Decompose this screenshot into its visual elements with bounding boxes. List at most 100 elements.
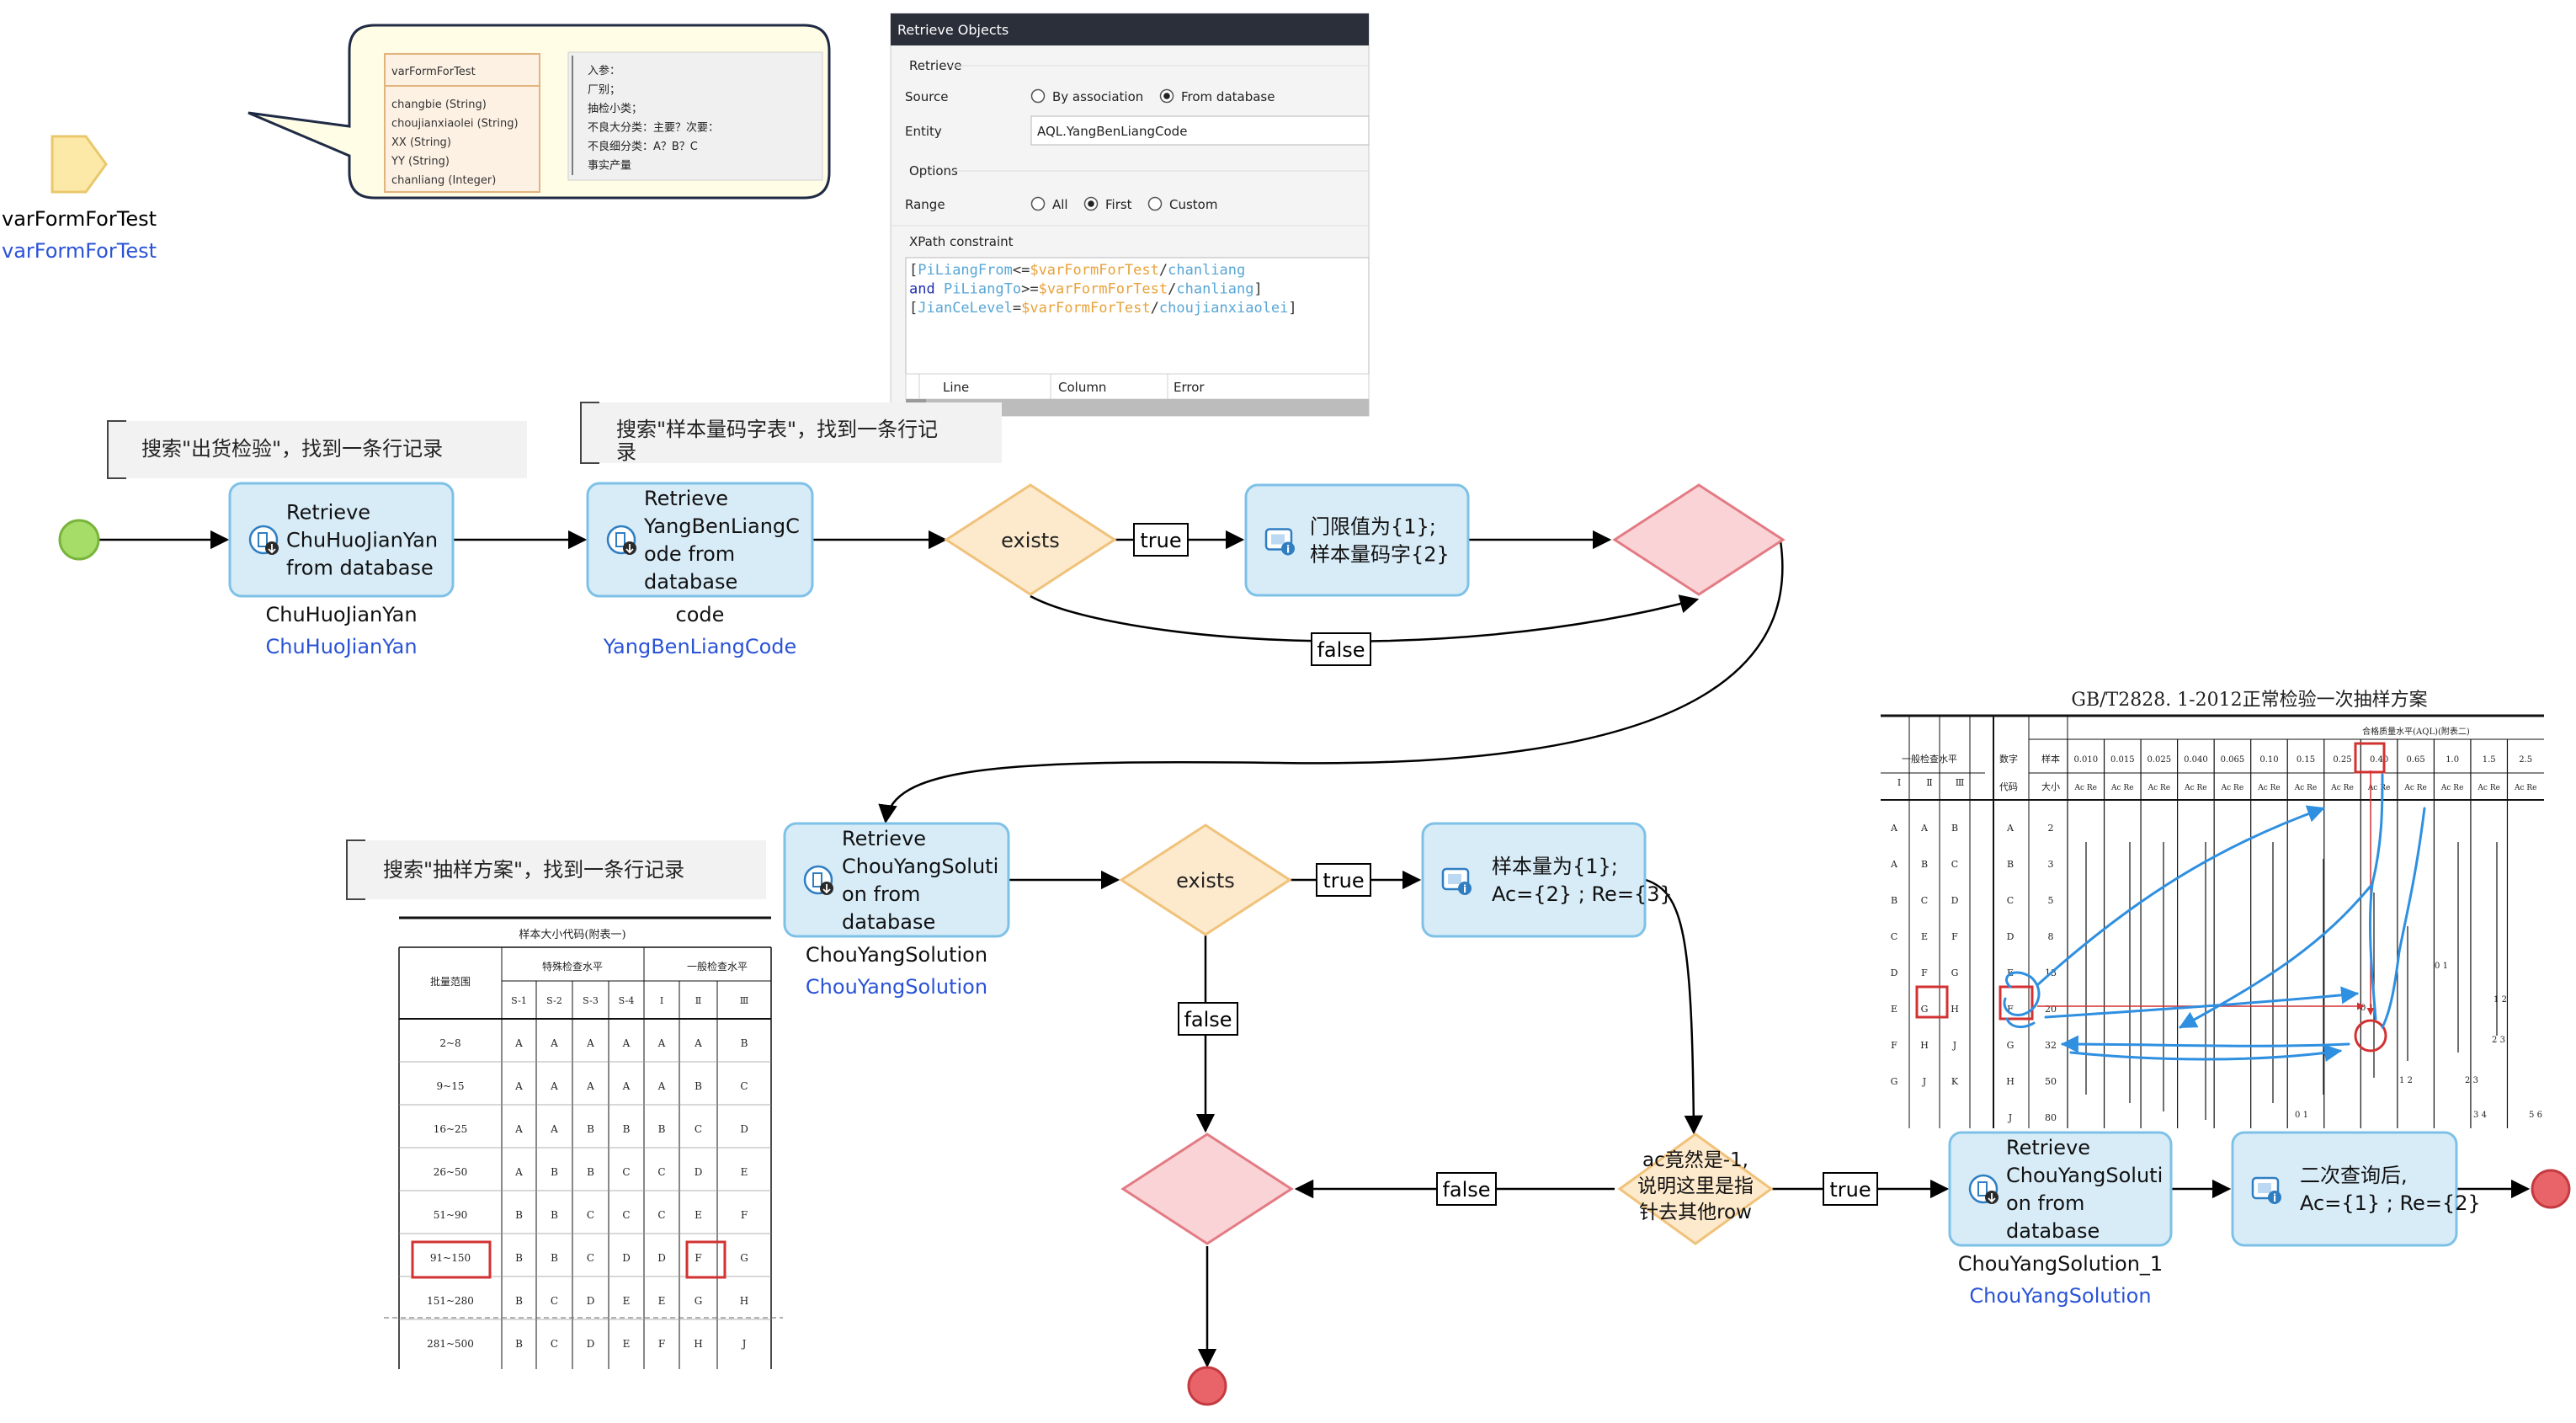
table1-code-cell: B — [515, 1295, 523, 1307]
sampling-plan-table: GB/T2828. 1-2012正常检验一次抽样方案合格质量水平(AQL)(附表… — [1881, 690, 2544, 1128]
radio-by-association-label: By association — [1052, 89, 1143, 104]
annotation-3[interactable]: 搜索"抽样方案"，找到一条行记录 — [346, 839, 766, 900]
table1-code-cell: C — [657, 1209, 665, 1221]
flow-merge-r3 — [878, 540, 1784, 824]
table2-aql-value: 0.040 — [2184, 755, 2208, 765]
activity-caption-line: ode from — [644, 542, 735, 566]
xpath-token: $varFormForTest — [1021, 300, 1151, 317]
svg-text:false: false — [1442, 1178, 1490, 1202]
activity-caption-line: 门限值为{1}; — [1310, 514, 1436, 538]
svg-text:i: i — [1463, 883, 1466, 895]
table1-subheader: S-4 — [619, 995, 635, 1006]
end-event-2[interactable] — [1187, 1366, 1227, 1406]
table1-code-cell: C — [622, 1209, 630, 1221]
table1-code-cell: A — [514, 1123, 523, 1135]
end-event-1[interactable] — [2531, 1169, 2571, 1209]
table1-code-cell: F — [658, 1338, 665, 1350]
retrieve-icon — [606, 525, 636, 555]
xpath-line: [JianCeLevel=$varFormForTest/choujianxia… — [909, 300, 1297, 317]
table2-code: D — [2007, 931, 2014, 942]
annotation-2[interactable]: 搜索"样本量码字表"，找到一条行记 录 — [580, 402, 1002, 464]
table2-left-code: F — [1891, 1040, 1897, 1051]
xpath-editor[interactable] — [905, 257, 1370, 375]
show-message-icon: i — [2251, 1176, 2281, 1204]
table2-acre-cell: 1 2 — [2494, 995, 2507, 1005]
table2-acre-header: Ac Re — [2221, 784, 2244, 792]
svg-text:false: false — [1317, 638, 1365, 662]
svg-text:针去其他row: 针去其他row — [1639, 1202, 1752, 1223]
table2-aql-value: 0.40 — [2370, 755, 2388, 765]
merge-1[interactable] — [1612, 483, 1786, 596]
table1-code-cell: F — [741, 1209, 748, 1221]
merge-2[interactable] — [1120, 1133, 1294, 1245]
table2-size: 2 — [2048, 823, 2054, 834]
table1-code-cell: B — [551, 1252, 558, 1264]
decision-ac-check[interactable]: ac竟然是-1, 说明这里是指 针去其他row — [1617, 1133, 1774, 1245]
table2-size: 3 — [2048, 859, 2054, 870]
table2-aql-caption: 合格质量水平(AQL)(附表二) — [2362, 726, 2470, 737]
radio-by-association[interactable] — [1030, 88, 1046, 104]
table2-left-code: J — [1922, 1076, 1926, 1087]
activity-caption-line: 二次查询后, — [2300, 1164, 2408, 1187]
decision-exists-2[interactable]: exists — [1119, 823, 1292, 936]
start-event[interactable] — [58, 519, 100, 561]
decision-exists-1[interactable]: exists — [944, 483, 1117, 596]
entity-title: varFormForTest — [391, 66, 476, 78]
table2-size: 8 — [2048, 931, 2054, 942]
table1-subheader: Ⅰ — [660, 995, 663, 1006]
table2-aql-value: 1.5 — [2483, 755, 2496, 765]
table2-acre-header: Ac Re — [2403, 784, 2427, 792]
parameter-node[interactable]: varFormForTest varFormForTest — [2, 135, 157, 263]
note-line: 厂别； — [588, 84, 620, 97]
table2-acre-header: Ac Re — [2514, 784, 2537, 792]
table1-subheader: S-2 — [546, 995, 562, 1006]
table2-code: F — [2007, 1004, 2014, 1015]
table1-subheader: S-1 — [511, 995, 527, 1006]
table1-code-cell: D — [695, 1166, 703, 1178]
radio-range-custom[interactable] — [1147, 196, 1163, 211]
table2-left-code: C — [1921, 895, 1928, 906]
activity-caption-line: on from — [842, 882, 920, 906]
output-variable-name: ChouYangSolution_1 — [1958, 1252, 2163, 1276]
table1-lot-range: 26~50 — [434, 1166, 468, 1178]
xpath-token — [935, 281, 944, 298]
table1-code-cell: A — [550, 1123, 558, 1135]
flow-label-false-2: false — [1178, 1002, 1238, 1036]
activity-caption-line: Retrieve — [2006, 1136, 2090, 1159]
svg-text:i: i — [2273, 1192, 2276, 1204]
table1-code-cell: B — [551, 1166, 558, 1178]
table2-acre-header: Ac Re — [2330, 784, 2354, 792]
table1-code-cell: B — [587, 1123, 594, 1135]
table1-subheader: S-3 — [583, 995, 599, 1006]
dialog-titlebar[interactable] — [891, 13, 1369, 45]
table1-lot-range: 2~8 — [439, 1037, 460, 1049]
table1-code-cell: A — [622, 1080, 631, 1092]
entity-label: Entity — [905, 124, 942, 139]
entity-field[interactable] — [1030, 115, 1370, 146]
output-variable-name: code — [676, 603, 725, 626]
note-line: 入参： — [588, 64, 620, 77]
table1-code-cell: J — [741, 1338, 747, 1350]
table1-code-cell: C — [740, 1080, 748, 1092]
table2-left-code: F — [1951, 931, 1958, 942]
parameter-icon — [51, 135, 108, 194]
note-line: 不良大分类：主要？次要： — [588, 121, 719, 135]
annotation-1[interactable]: 搜索"出货检验"，找到一条行记录 — [107, 420, 527, 479]
radio-range-all[interactable] — [1030, 196, 1046, 211]
activity-caption-line: 样本量码字{2} — [1310, 542, 1450, 566]
activity-caption-line: Retrieve — [644, 487, 728, 510]
entity-attribute: XX (String) — [391, 136, 451, 149]
dialog-scrollbar[interactable] — [906, 399, 1369, 416]
xpath-token: / — [1151, 300, 1159, 317]
table2-acre-cell: 0 1 — [2360, 1004, 2374, 1013]
activity-caption-line: ChouYangSoluti — [2006, 1164, 2163, 1187]
table2-aql-value: 0.065 — [2221, 755, 2245, 765]
